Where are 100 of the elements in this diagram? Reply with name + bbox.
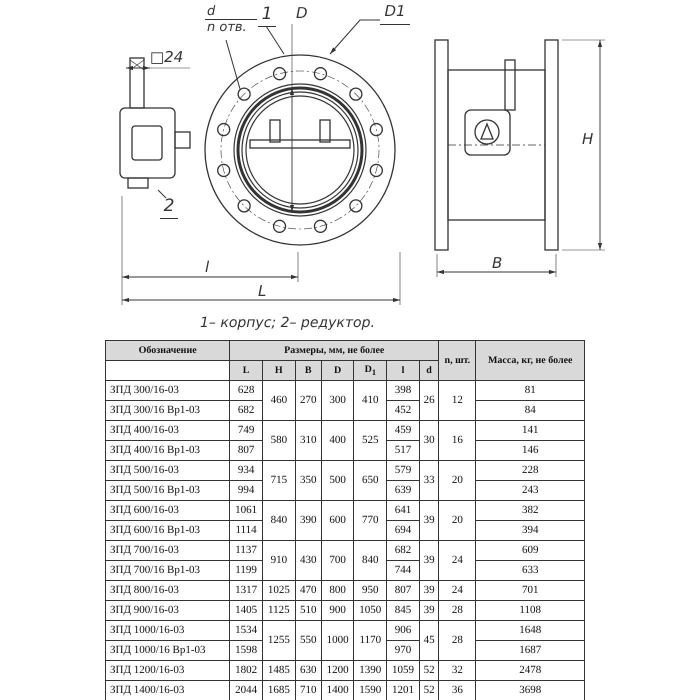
dimension-value: 410 xyxy=(354,380,387,420)
dimension-value: 770 xyxy=(354,500,387,540)
dimension-value: 500 xyxy=(321,460,354,500)
mass-value: 243 xyxy=(476,480,584,500)
dimension-value: 39 xyxy=(419,500,439,540)
designation-text: ЗПД 900/16-03 xyxy=(106,600,230,620)
column-header: D$_{1}$ xyxy=(354,360,387,380)
designation-text: ЗПД 300/16-03 xyxy=(106,380,230,400)
dimension-value: 715 xyxy=(262,460,296,500)
dimension-label: B xyxy=(492,256,502,271)
designation-text: ЗПД 1200/16-03 xyxy=(106,660,230,680)
dimension-value: 934 xyxy=(230,460,262,480)
dimension-value: 628 xyxy=(230,380,262,400)
dimension-value: 1061 xyxy=(230,500,262,520)
leader-line xyxy=(158,190,166,198)
callout-number: 2 xyxy=(160,198,178,219)
dimension-value: 650 xyxy=(354,460,387,500)
dimension-value: 310 xyxy=(295,420,322,460)
dimension-value: 1125 xyxy=(262,600,296,620)
dimension-value: 45 xyxy=(419,620,439,660)
dimension-value: 1050 xyxy=(354,600,387,620)
dimension-value: 1534 xyxy=(230,620,262,640)
designation-text: ЗПД 300/16 Вр1-03 xyxy=(106,400,230,420)
leader-line xyxy=(226,40,240,90)
count-value: 12 xyxy=(438,380,476,420)
mass-value: 382 xyxy=(476,500,584,520)
column-header: L xyxy=(230,360,262,380)
column-header: Масса, кг, не более xyxy=(476,340,584,380)
count-value: 28 xyxy=(438,620,476,660)
column-header: Обозначение xyxy=(106,340,230,360)
dimension-value: 1255 xyxy=(262,620,296,660)
dimension-value: 350 xyxy=(295,460,322,500)
hole-label: d xyxy=(205,4,257,20)
count-value: 24 xyxy=(438,580,476,600)
column-header: Размеры, мм, не более xyxy=(230,340,439,360)
dimension-label: H xyxy=(582,132,594,147)
dimension-value: 800 xyxy=(321,580,354,600)
dimension-value: 1200 xyxy=(321,660,354,680)
dimension-value: 510 xyxy=(295,600,322,620)
dimension-value: 1485 xyxy=(262,660,296,680)
designation-text: ЗПД 600/16-03 xyxy=(106,500,230,520)
dimension-value: 641 xyxy=(386,500,420,520)
column-header: D xyxy=(321,360,354,380)
leader-line xyxy=(330,20,380,54)
mass-value: 609 xyxy=(476,540,584,560)
dimension-value: 807 xyxy=(386,580,420,600)
dimension-value: 906 xyxy=(386,620,420,640)
valve-body-drawing xyxy=(204,54,396,246)
dimension-value: 459 xyxy=(386,420,420,440)
designation-text: ЗПД 500/16 Вр1-03 xyxy=(106,480,230,500)
count-value: 16 xyxy=(438,420,476,460)
dimension-value: 1137 xyxy=(230,540,262,560)
mass-value: 84 xyxy=(476,400,584,420)
dimension-value: 26 xyxy=(419,380,439,420)
dimension-label: D1 xyxy=(380,4,410,25)
dimension-label: □24 xyxy=(150,50,184,65)
count-value: 32 xyxy=(438,660,476,680)
dimension-value: 430 xyxy=(295,540,322,580)
dimension-value: 630 xyxy=(295,660,322,680)
designation-text: ЗПД 400/16 Вр1-03 xyxy=(106,440,230,460)
dimension-value: 700 xyxy=(321,540,354,580)
dimension-value: 579 xyxy=(386,460,420,480)
count-value: 20 xyxy=(438,500,476,540)
mass-value: 1648 xyxy=(476,620,584,640)
dimension-label: l xyxy=(205,260,210,275)
dimension-value: 525 xyxy=(354,420,387,460)
dimension-value: 1405 xyxy=(230,600,262,620)
dimension-value: 600 xyxy=(321,500,354,540)
dimension-value: 845 xyxy=(386,600,420,620)
caption: 1– корпус; 2– редуктор. xyxy=(200,316,375,330)
dimension-value: 840 xyxy=(262,500,296,540)
column-header: n, шт. xyxy=(438,340,476,380)
dimension-value: 580 xyxy=(262,420,296,460)
dimension-value: 39 xyxy=(419,540,439,580)
leader-line xyxy=(266,26,284,54)
designation-text: ЗПД 400/16-03 xyxy=(106,420,230,440)
dimension-value: 900 xyxy=(321,600,354,620)
hole-label: n отв. xyxy=(206,20,248,35)
dimension-value: 1170 xyxy=(354,620,387,660)
dimension-value: 682 xyxy=(386,540,420,560)
column-header: H xyxy=(262,360,296,380)
dimension-label: D xyxy=(296,6,308,21)
dimension-value: 398 xyxy=(386,380,420,400)
column-header: B xyxy=(295,360,322,380)
mass-value: 701 xyxy=(476,580,584,600)
dimension-value: 470 xyxy=(295,580,322,600)
designation-text: ЗПД 700/16 Вр1-03 xyxy=(106,560,230,580)
dimension-value: 52 xyxy=(419,660,439,680)
dimension-value: 1025 xyxy=(262,580,296,600)
dimension-value: 749 xyxy=(230,420,262,440)
dimension-value: 1000 xyxy=(321,620,354,660)
designation-text: ЗПД 600/16 Вр1-03 xyxy=(106,520,230,540)
dimension-label: L xyxy=(258,284,266,299)
designation-text: ЗПД 500/16-03 xyxy=(106,460,230,480)
mass-value: 394 xyxy=(476,520,584,540)
dimension-value: 39 xyxy=(419,580,439,600)
dimension-value: 550 xyxy=(295,620,322,660)
dimension-value: 910 xyxy=(262,540,296,580)
designation-text: ЗПД 700/16-03 xyxy=(106,540,230,560)
mass-value: 1108 xyxy=(476,600,584,620)
